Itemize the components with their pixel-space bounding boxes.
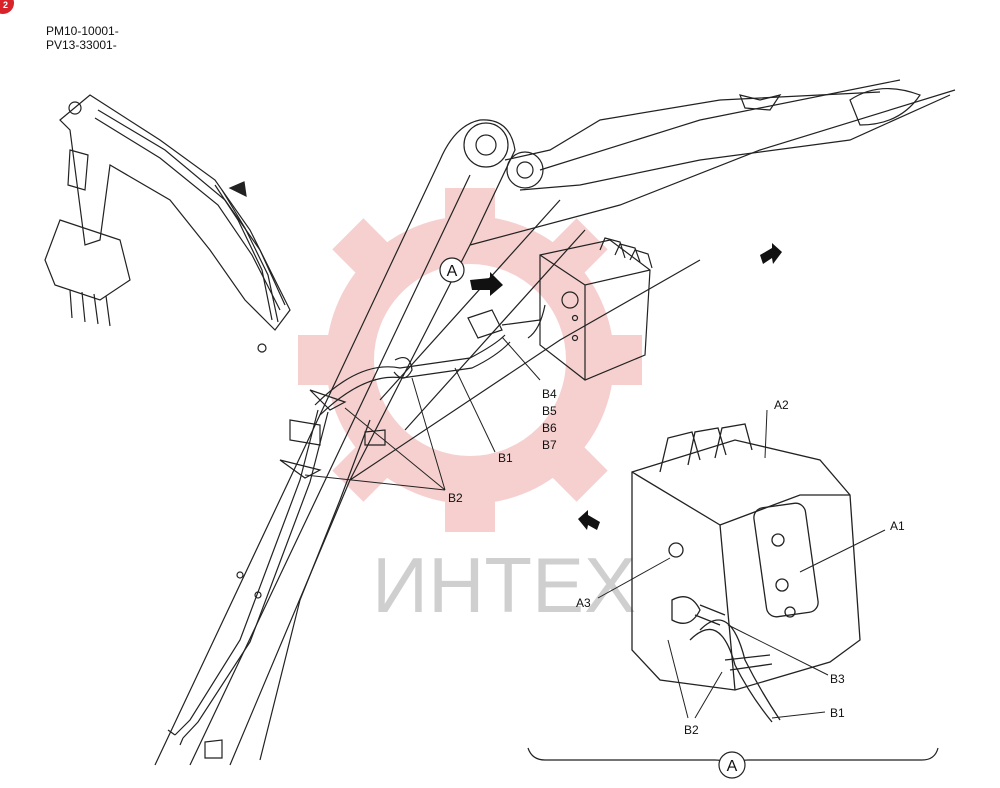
view-marker-top-text: A (447, 263, 458, 280)
label-B3: B3 (830, 672, 845, 686)
wire-harness (167, 334, 511, 746)
label-B1-bottom: B1 (830, 706, 845, 720)
view-marker-bottom: A (718, 751, 746, 779)
serial-range-1: PM10-10001- (46, 24, 119, 38)
label-B6: B6 (542, 421, 557, 435)
watermark-text: ИНТЕХ (372, 541, 636, 629)
label-A1: A1 (890, 519, 905, 533)
label-A3: A3 (576, 596, 591, 610)
excavator-arm-icon (44, 94, 291, 353)
switch-box-top (467, 237, 653, 381)
label-B4: B4 (542, 387, 557, 401)
view-direction-arrow-icon (470, 243, 782, 530)
view-marker-bottom-text: A (727, 758, 738, 775)
view-marker-top: A (439, 257, 465, 283)
boom-structure (154, 79, 956, 766)
label-B5: B5 (542, 404, 557, 418)
gear-watermark-icon (298, 188, 642, 532)
switch-box-detail (631, 423, 861, 723)
serial-range-2: PV13-33001- (46, 38, 117, 52)
page-badge: 2 (0, 0, 14, 14)
label-B2-bottom: B2 (684, 723, 699, 737)
page-badge-number: 2 (3, 0, 9, 10)
label-B7: B7 (542, 438, 557, 452)
label-B1-top: B1 (498, 451, 513, 465)
label-A2: A2 (774, 398, 789, 412)
leader-lines (304, 336, 886, 719)
label-B2-top: B2 (448, 491, 463, 505)
